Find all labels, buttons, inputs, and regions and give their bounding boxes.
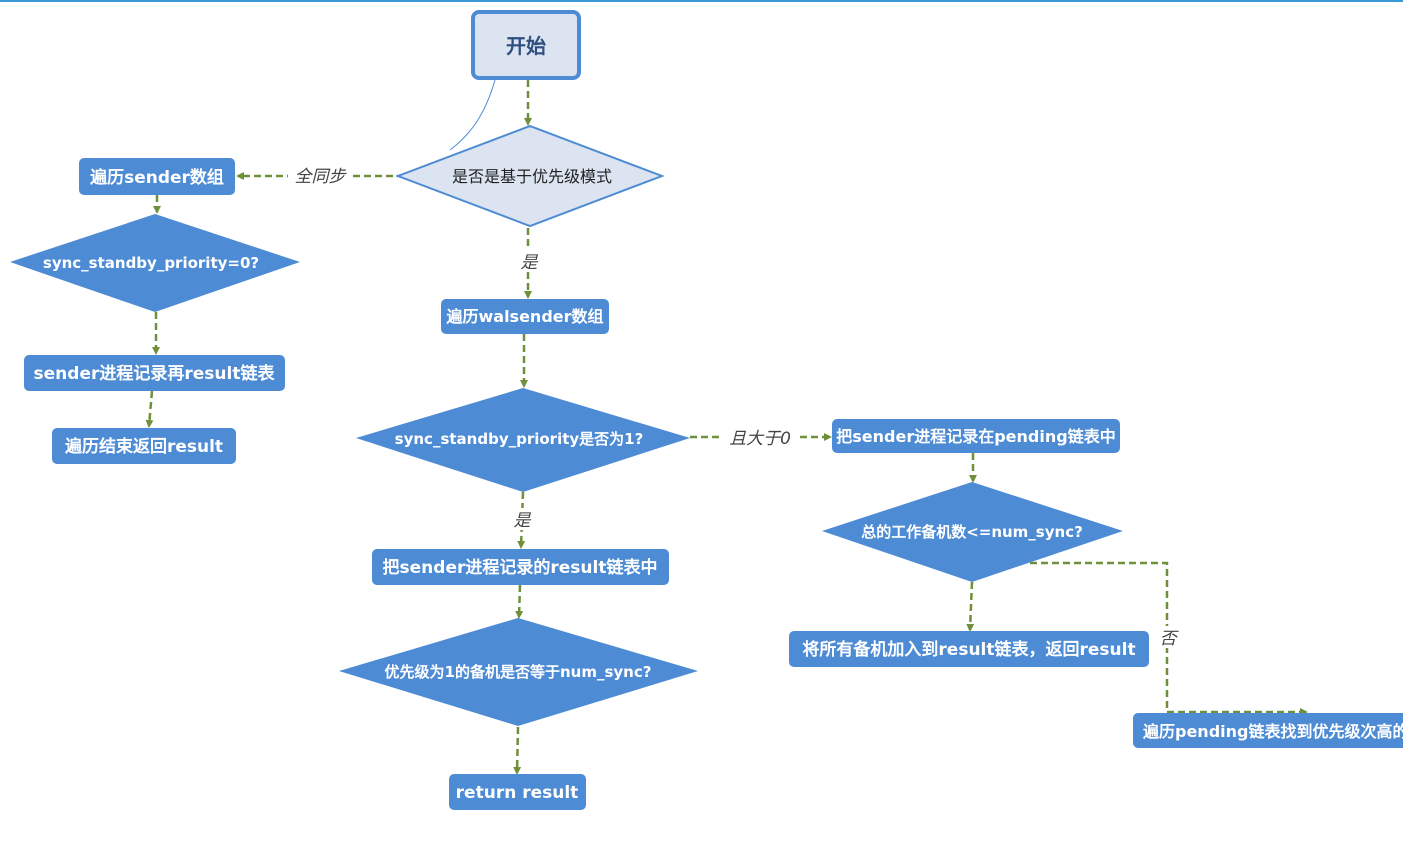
edge-equal-check-to-return [513, 726, 522, 775]
edge-label-yes-2: 是 [514, 511, 532, 531]
decision-equal-num-sync-label: 优先级为1的备机是否等于num_sync? [385, 663, 652, 681]
edge-label-bg [722, 426, 798, 448]
decision-total-le-num-sync[interactable] [822, 482, 1123, 582]
start-node-label: 开始 [506, 34, 546, 58]
edge-label-no: 否 [1160, 629, 1180, 649]
decision-total-le-num-sync-label: 总的工作备机数<=num_sync? [861, 523, 1083, 541]
process-return-result[interactable] [449, 774, 586, 810]
process-return-result-label: return result [456, 783, 579, 803]
process-record-result-left[interactable] [24, 355, 285, 391]
process-iterate-pending[interactable] [1133, 713, 1403, 748]
edge-record-result-to-equal-check [515, 584, 524, 619]
process-add-all[interactable] [789, 631, 1149, 667]
decision-priority-mode[interactable] [395, 124, 665, 228]
process-record-result-left-label: sender进程记录再result链表 [34, 363, 276, 384]
process-record-result-mid-label: 把sender进程记录的result链表中 [383, 557, 658, 578]
process-add-all-label: 将所有备机加入到result链表，返回result [802, 639, 1135, 660]
decision-equal-num-sync[interactable] [339, 618, 698, 726]
start-node[interactable] [471, 10, 581, 80]
decision-priority-zero-label: sync_standby_priority=0? [43, 254, 259, 272]
process-record-pending-label: 把sender进程记录在pending链表中 [836, 427, 1115, 446]
process-iterate-walsender[interactable] [441, 299, 609, 334]
process-iterate-sender[interactable] [79, 158, 235, 195]
decision-priority-one-label: sync_standby_priority是否为1? [395, 430, 644, 448]
process-iterate-sender-label: 遍历sender数组 [89, 167, 224, 188]
edge-label-bg [516, 250, 542, 272]
process-end-left[interactable] [52, 428, 236, 464]
process-iterate-pending-label: 遍历pending链表找到优先级次高的 [1142, 722, 1403, 741]
stray-connector [449, 79, 496, 151]
decision-priority-one[interactable] [356, 388, 690, 492]
edge-total-check-to-add-all [966, 581, 975, 632]
process-record-result-mid[interactable] [372, 549, 669, 585]
edge-label-bg [1155, 626, 1181, 648]
edge-label-bg [288, 164, 352, 186]
process-iterate-walsender-label: 遍历walsender数组 [445, 307, 603, 326]
edge-record-to-end-left [145, 390, 154, 428]
edge-label-full-sync: 全同步 [295, 167, 348, 187]
process-record-pending[interactable] [832, 419, 1120, 453]
process-end-left-label: 遍历结束返回result [64, 436, 223, 457]
edge-label-greater-zero: 且大于0 [729, 429, 791, 449]
edge-label-yes-1: 是 [521, 253, 539, 273]
decision-priority-zero[interactable] [10, 214, 300, 312]
decision-priority-mode-label: 是否是基于优先级模式 [452, 167, 612, 186]
edge-label-bg [509, 508, 535, 530]
top-border [0, 0, 1403, 2]
